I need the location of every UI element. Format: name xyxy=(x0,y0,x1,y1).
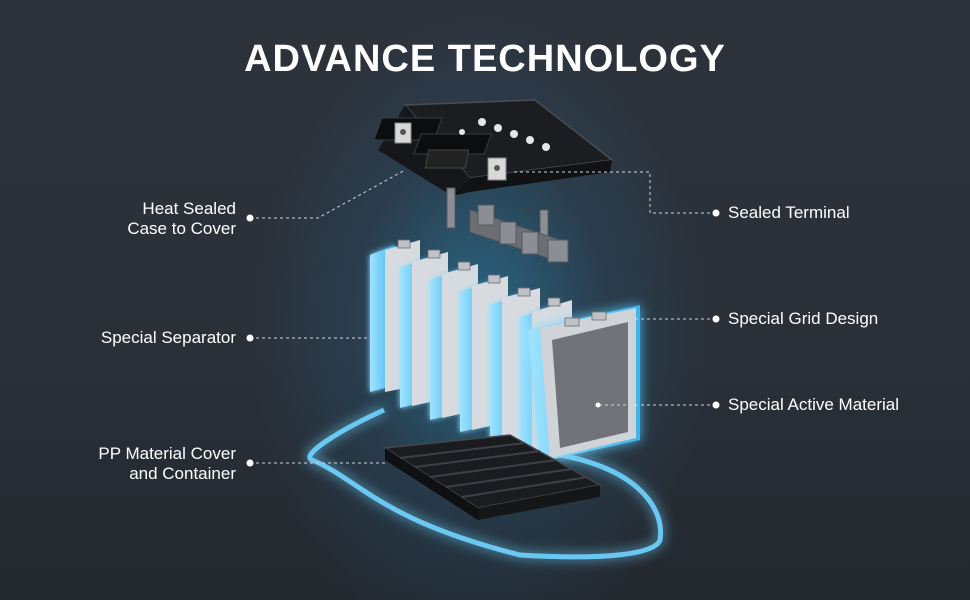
label-special-separator: Special Separator xyxy=(101,328,236,348)
front-plate xyxy=(528,305,640,462)
active-material-panel xyxy=(552,322,628,448)
leader-dots xyxy=(246,209,720,467)
label-heat-sealed-line2: Case to Cover xyxy=(127,219,236,238)
leader-heat-sealed xyxy=(250,169,406,219)
label-pp-material-line2: and Container xyxy=(129,464,236,483)
battery-lid xyxy=(373,99,614,196)
label-special-active-material: Special Active Material xyxy=(728,395,899,415)
terminal-posts xyxy=(446,187,569,263)
label-special-active-material-text: Special Active Material xyxy=(728,395,900,414)
leader-lines xyxy=(250,169,716,464)
plate-stack xyxy=(370,239,640,462)
label-sealed-terminal-text: Sealed Terminal xyxy=(728,203,850,222)
battery-container xyxy=(382,434,603,520)
shield-glow-outline xyxy=(307,407,664,560)
label-special-grid-design-text: Special Grid Design xyxy=(728,309,879,328)
label-sealed-terminal: Sealed Terminal xyxy=(728,203,850,223)
label-pp-material: PP Material Cover and Container xyxy=(98,444,236,484)
label-special-grid-design: Special Grid Design xyxy=(728,309,878,329)
label-pp-material-line1: PP Material Cover xyxy=(98,444,236,463)
label-heat-sealed: Heat Sealed Case to Cover xyxy=(127,199,236,239)
label-special-separator-text: Special Separator xyxy=(100,328,236,347)
label-heat-sealed-line1: Heat Sealed xyxy=(142,199,236,218)
page-title: ADVANCE TECHNOLOGY xyxy=(244,38,726,80)
leader-sealed-terminal xyxy=(512,171,716,214)
